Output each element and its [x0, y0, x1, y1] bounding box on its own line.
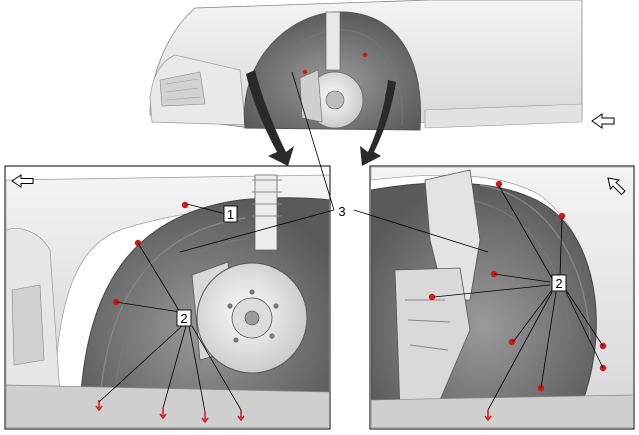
callout-2-left-label: 2	[180, 311, 187, 326]
callout-3-label-group: 3	[336, 203, 348, 219]
callout-2-right-label: 2	[555, 276, 562, 291]
overview-illustration	[149, 0, 615, 166]
right-detail-panel	[369, 165, 635, 430]
removal-arrow-right	[360, 80, 396, 166]
callout-2-right-box: 2	[551, 274, 567, 292]
removal-arrow-left	[246, 70, 294, 166]
arrow-up-left-icon	[607, 177, 626, 196]
left-detail-panel	[4, 165, 331, 430]
callout-1-label: 1	[227, 207, 234, 222]
leader-lines	[98, 71, 604, 413]
fastener-markers-left	[95, 201, 245, 424]
callout-2-left-box: 2	[176, 309, 192, 327]
arrow-left-icon	[11, 174, 34, 188]
callout-1-box: 1	[223, 205, 238, 223]
arrow-left-icon	[591, 113, 615, 129]
callout-3-label: 3	[338, 204, 345, 219]
